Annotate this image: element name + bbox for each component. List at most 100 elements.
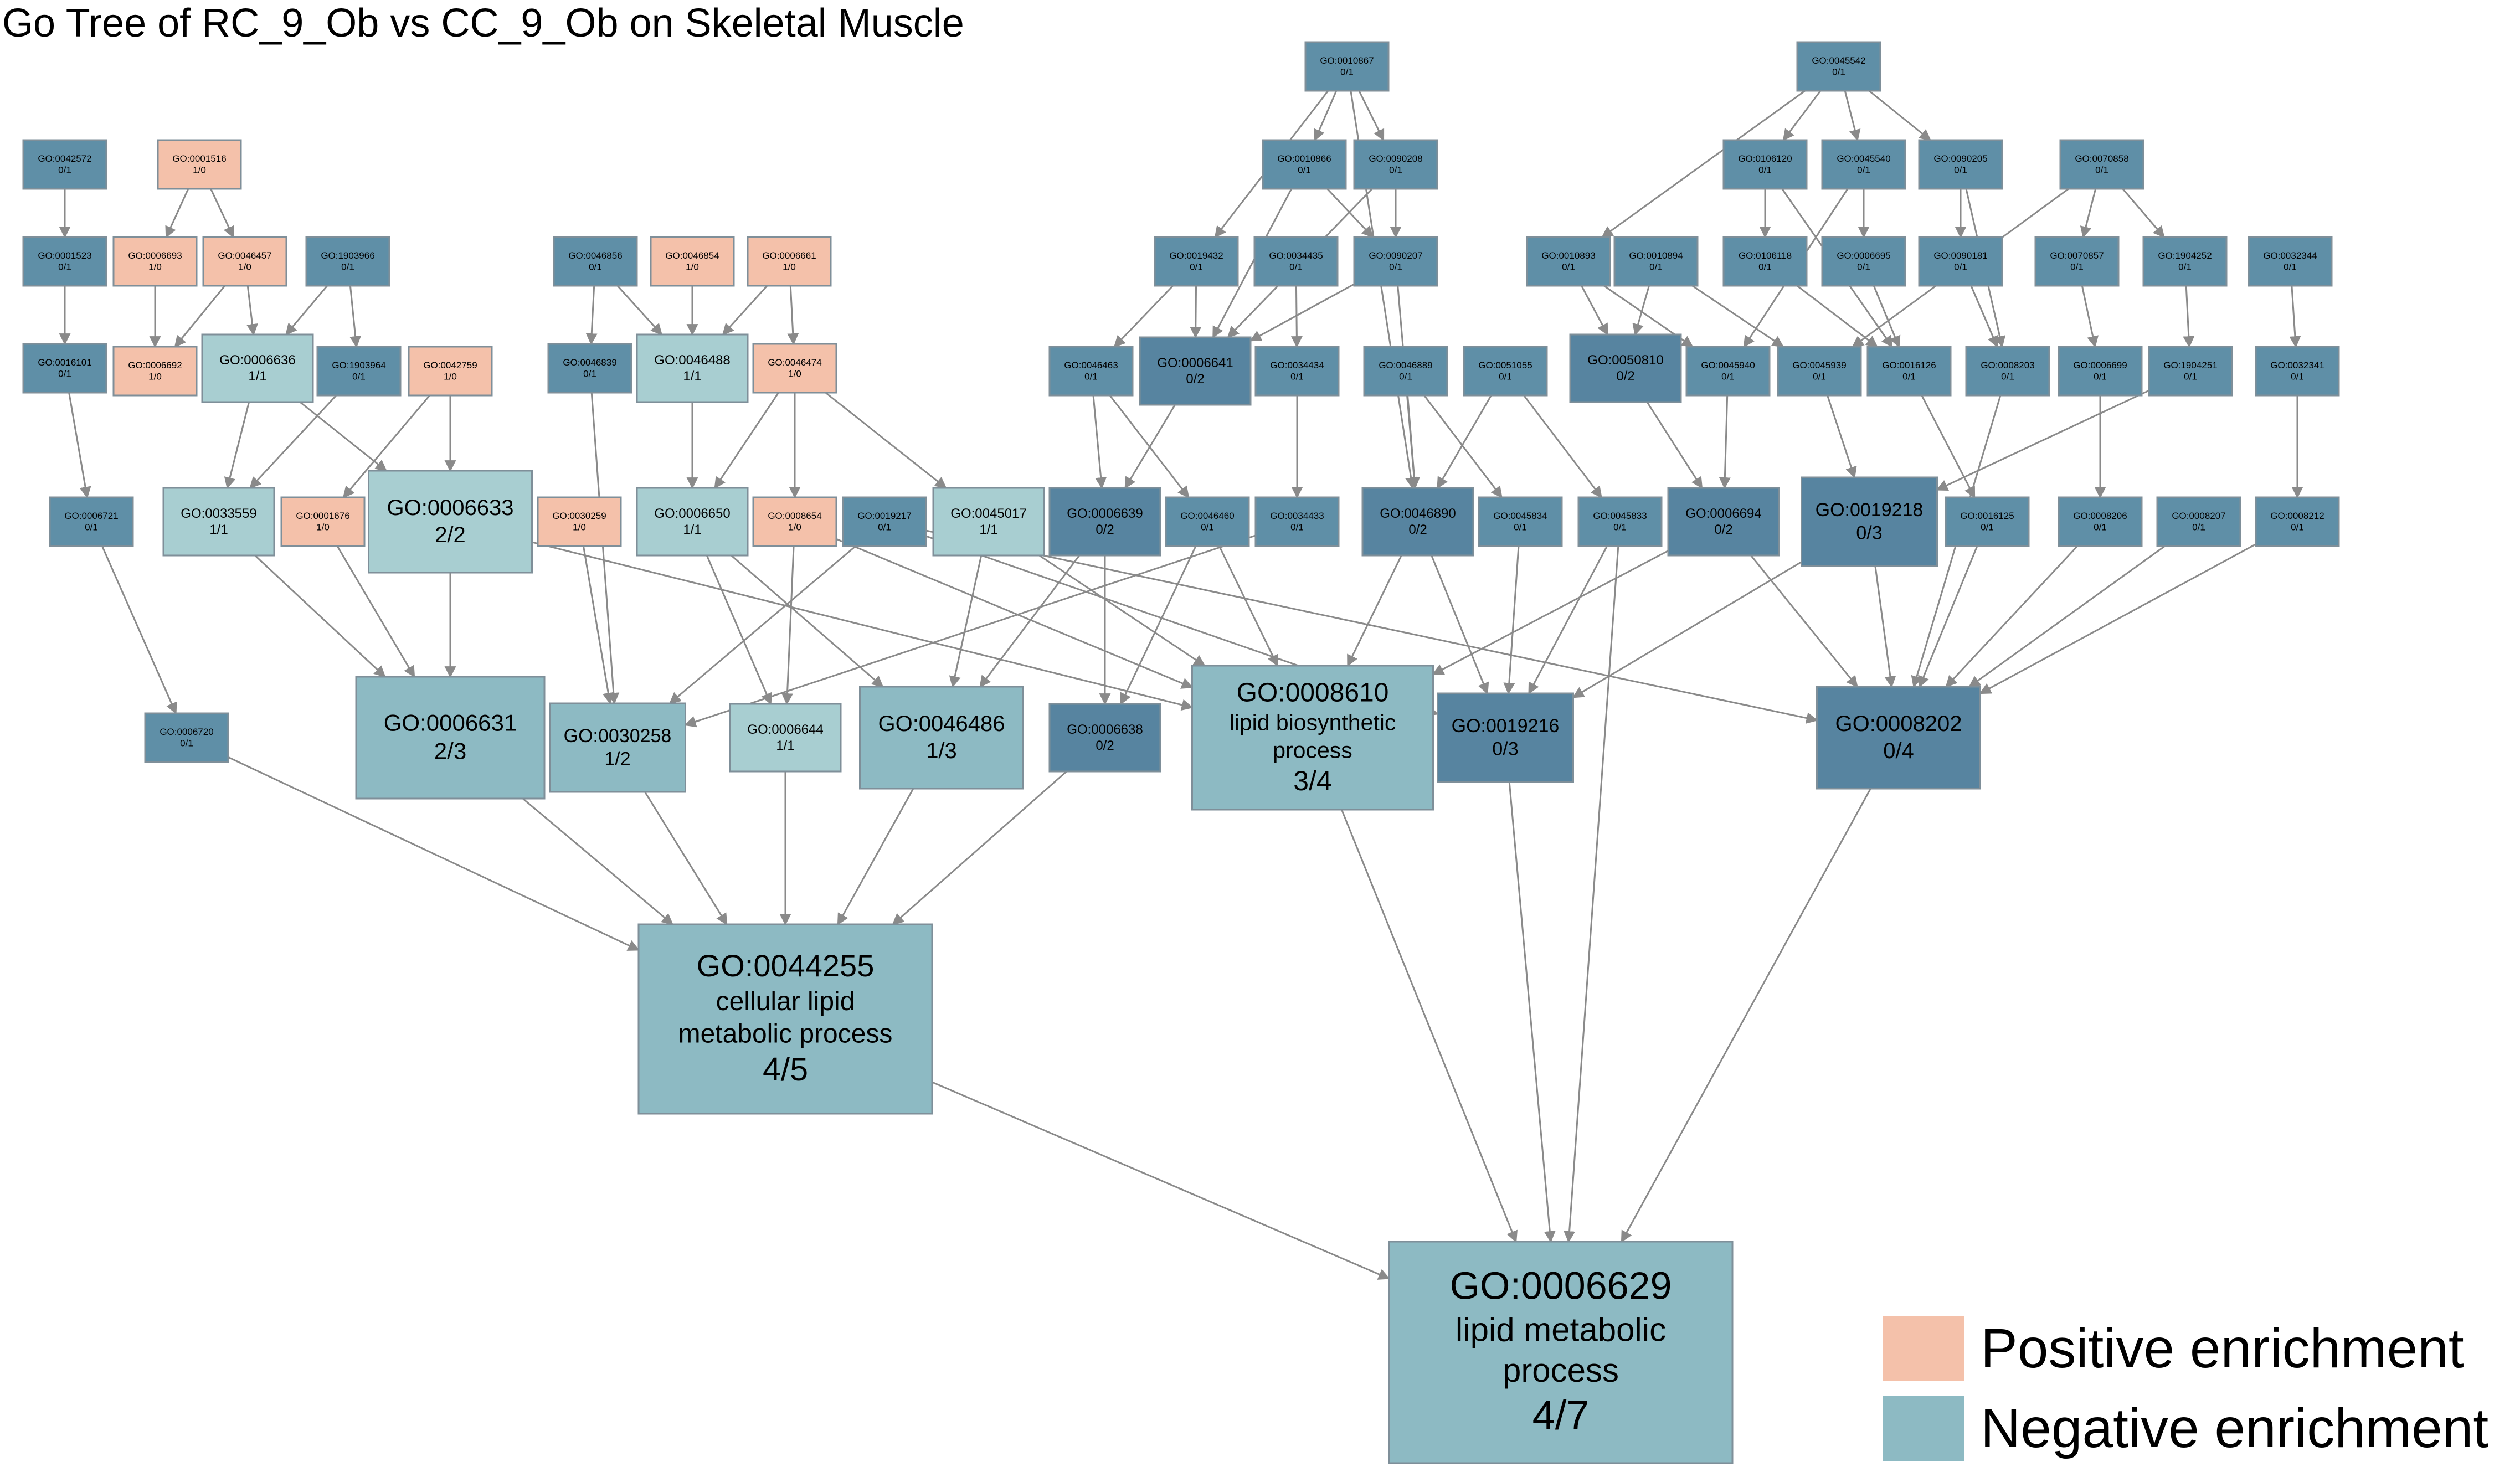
edge [1423, 395, 1503, 498]
edge [1120, 545, 1197, 705]
go-node-id: GO:0006633 [387, 496, 513, 520]
edge [825, 392, 947, 489]
go-node-box [1918, 236, 2003, 287]
go-node-description: metabolic process [678, 1019, 893, 1048]
go-node-box [2058, 496, 2143, 547]
edge [254, 554, 386, 678]
legend-item-positive: Positive enrichment [1883, 1313, 2488, 1384]
go-node-id: GO:0010866 [1277, 153, 1331, 164]
go-node-id: GO:0090207 [1369, 250, 1422, 261]
go-node-id: GO:0006692 [128, 360, 182, 370]
go-node-ratio: 0/1 [1902, 372, 1916, 382]
go-node-box [636, 333, 749, 403]
go-node-id: GO:0008654 [768, 511, 821, 521]
go-node-id: GO:0045939 [1792, 360, 1846, 370]
go-node-ratio: 0/1 [2291, 522, 2304, 533]
go-node-ratio: 1/1 [979, 522, 997, 537]
go-node-box [1253, 236, 1339, 287]
go-node-box [1363, 346, 1448, 397]
edge [714, 392, 779, 489]
go-node-box [22, 343, 107, 394]
go-node-box [1463, 346, 1548, 397]
go-node-id: GO:0046457 [218, 250, 271, 261]
chart-title: Go Tree of RC_9_Ob vs CC_9_Ob on Skeleta… [2, 1, 964, 45]
go-node-ratio: 0/2 [1186, 372, 1204, 387]
go-node-ratio: 0/1 [2184, 372, 2197, 382]
go-node-id: GO:0006695 [1837, 250, 1890, 261]
go-node-id: GO:0016126 [1882, 360, 1936, 370]
go-node-id: GO:0008206 [2073, 511, 2127, 521]
go-node-id: GO:0006721 [64, 511, 118, 521]
go-node-box [747, 236, 832, 287]
go-node-box [1722, 236, 1808, 287]
go-node-id: GO:0045540 [1837, 153, 1890, 164]
go-node-id: GO:0046890 [1380, 506, 1456, 521]
go-node-box [1353, 236, 1438, 287]
go-node-ratio: 0/1 [2070, 262, 2084, 272]
go-node-box [2034, 236, 2120, 287]
go-node-box [2058, 346, 2143, 397]
edge [228, 756, 640, 951]
edge [336, 545, 415, 678]
go-node-id: GO:0006636 [219, 353, 295, 368]
go-node-box [157, 139, 242, 190]
edge [1523, 395, 1602, 498]
go-node-id: GO:0006699 [2073, 360, 2127, 370]
go-node-id: GO:0046854 [665, 250, 719, 261]
go-node-box [1437, 692, 1574, 783]
edge [101, 545, 177, 714]
go-node-box [1048, 346, 1134, 397]
go-node-ratio: 0/1 [1857, 165, 1870, 176]
edge [1719, 395, 1731, 490]
edge [1503, 545, 1520, 695]
edge [2289, 285, 2301, 348]
go-node-box [368, 470, 533, 574]
go-node-box [1353, 139, 1438, 190]
go-node-id: GO:0034433 [1270, 511, 1324, 521]
edge [1432, 550, 1669, 676]
go-node-ratio: 0/1 [1758, 262, 1772, 272]
go-node-id: GO:1904252 [2158, 250, 2212, 261]
go-node-id: GO:0046488 [654, 353, 730, 368]
go-node-ratio: 1/0 [238, 262, 251, 272]
edge [1632, 285, 1650, 336]
go-node-id: GO:0006694 [1685, 506, 1761, 521]
legend-label-positive: Positive enrichment [1981, 1317, 2464, 1380]
go-node-box [636, 487, 749, 557]
edge [1936, 389, 2149, 491]
go-node-ratio: 4/5 [763, 1051, 808, 1088]
edge [1341, 809, 1518, 1243]
go-node-id: GO:0045542 [1812, 55, 1865, 66]
go-node-id: GO:0034435 [1269, 250, 1323, 261]
go-node-box [305, 236, 390, 287]
go-node-ratio: 0/1 [2094, 522, 2107, 533]
go-node-box [1262, 139, 1347, 190]
go-node-ratio: 0/1 [1190, 262, 1203, 272]
go-node-box [1777, 346, 1862, 397]
go-node-id: GO:0045833 [1593, 511, 1647, 521]
go-node-ratio: 1/0 [686, 262, 699, 272]
go-node-ratio: 0/1 [1857, 262, 1870, 272]
go-node-ratio: 0/1 [1832, 67, 1845, 78]
edge [2081, 285, 2099, 348]
go-node-ratio: 0/2 [1408, 522, 1427, 537]
edge [787, 285, 799, 346]
